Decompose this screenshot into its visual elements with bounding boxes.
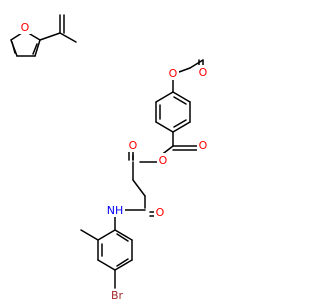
bond-19 [155,121,174,133]
svg-text:O: O [199,66,208,79]
atom-o-ester2-carbonyl: O [127,138,139,152]
svg-text:O: O [199,139,208,152]
bond-49 [80,229,99,241]
molecule-structure: O O O O O O NH O Br [10,14,209,300]
bond-10 [59,32,77,43]
bond-43 [97,259,116,271]
bond-16 [172,91,191,103]
bond-11 [189,59,204,69]
svg-text:Br: Br [111,289,124,300]
bond-23 [173,119,187,128]
svg-text:NH: NH [107,204,124,217]
bond-18 [172,121,191,133]
atom-o-amide: O [154,205,166,219]
bond-1 [34,39,41,57]
bond-5 [32,43,38,55]
svg-text:O: O [129,139,138,152]
bond-48 [116,233,129,242]
atom-o-ester2-link: O [157,153,169,167]
atom-nh-amide: NH [106,203,125,217]
svg-text:O: O [159,154,168,167]
svg-text:O: O [21,21,30,34]
bond-22 [173,96,187,105]
bond-34 [132,179,146,197]
atom-labels-layer: O O O O O O NH O Br [19,20,209,300]
svg-text:O: O [169,67,178,80]
bond-7 [39,32,61,41]
bond-47 [116,258,129,267]
bond-45 [97,229,116,241]
atom-o-ester1-carbonyl: O [197,65,209,79]
bond-14 [178,67,191,73]
bond-42 [114,259,133,271]
atom-br: Br [108,289,126,300]
atom-o-ketone: O [197,138,209,152]
svg-text:O: O [156,206,165,219]
atom-o-ester1-link: O [167,66,179,80]
bond-21 [155,91,174,103]
bond-40 [114,229,133,241]
bond-6 [11,41,16,54]
atom-o-furan: O [19,20,31,34]
bonds-layer [10,14,204,289]
